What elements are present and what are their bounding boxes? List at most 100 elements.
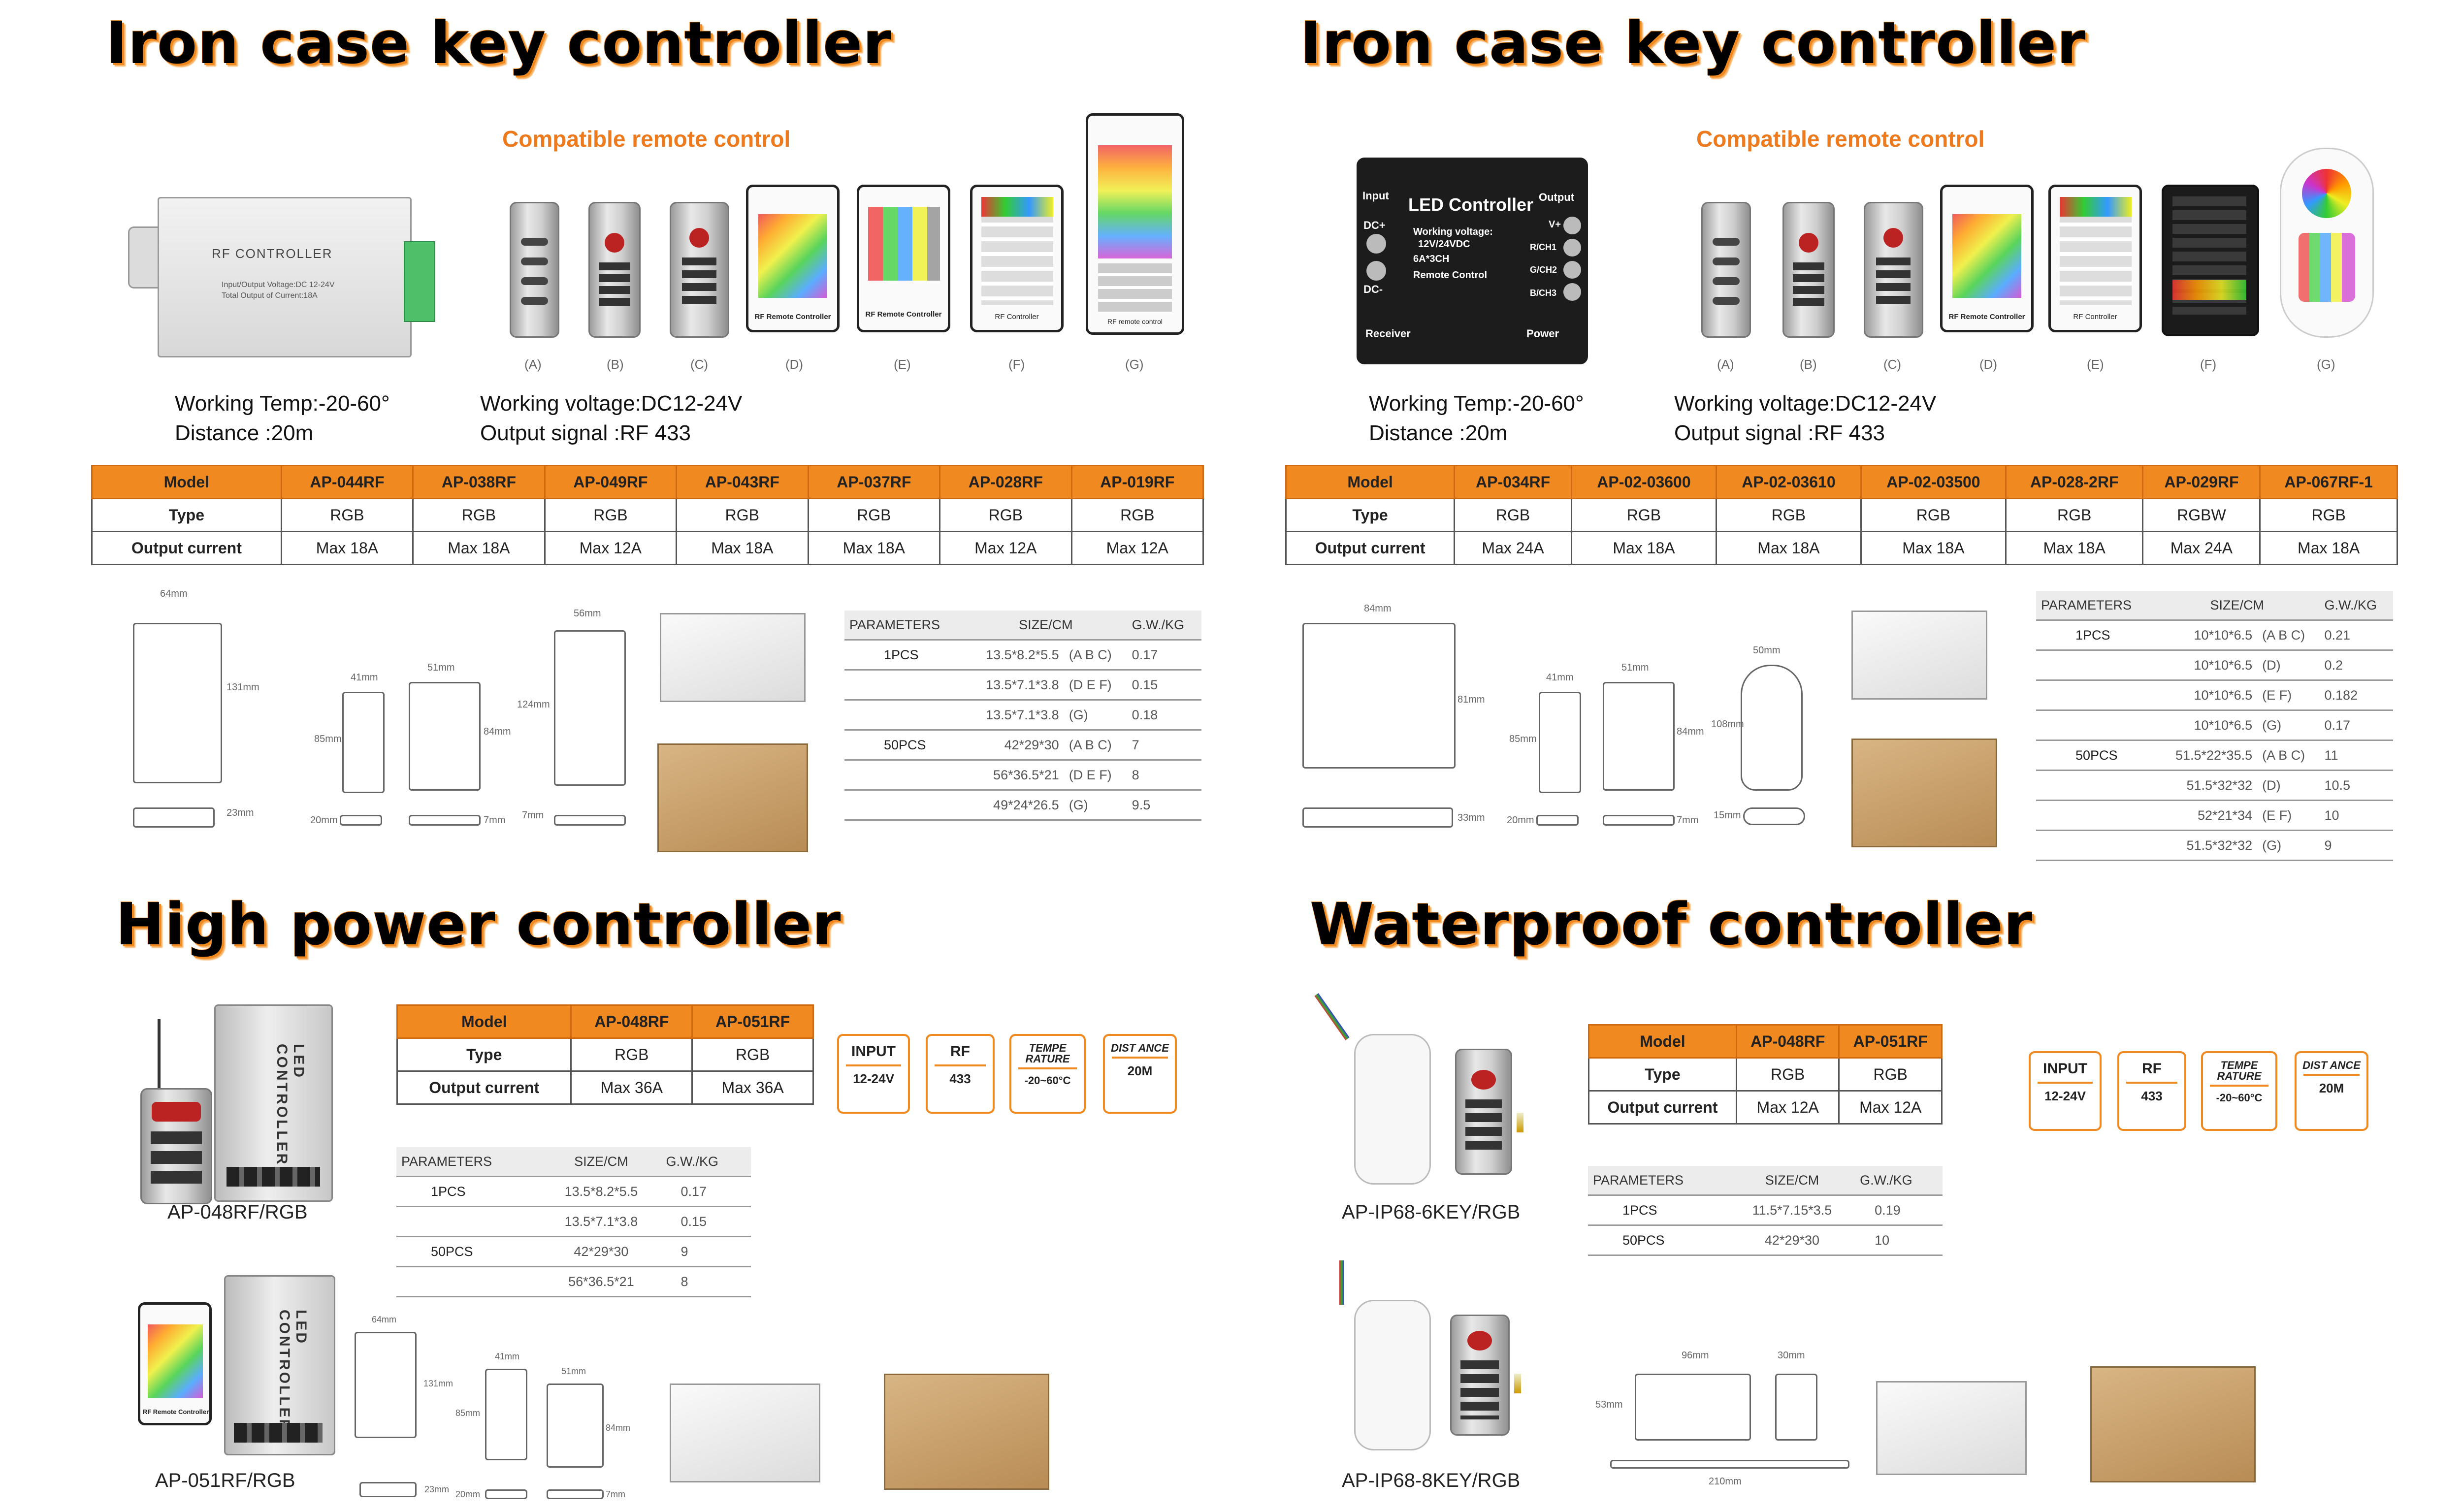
remote-letter: (G)	[2317, 357, 2335, 372]
table-cell: 0.17	[2319, 710, 2393, 741]
table-cell: PARAMETERS	[844, 611, 965, 641]
spec-icon-value: 433	[949, 1071, 971, 1086]
table-cell: Max 12A	[1070, 531, 1204, 565]
dimension-drawing	[1603, 682, 1675, 791]
dimension-drawing	[485, 1369, 527, 1460]
device-text: Power	[1526, 327, 1559, 340]
waterproof-controller-image	[1320, 1260, 1536, 1467]
table-cell: 8	[1127, 760, 1201, 791]
table-cell: 49*24*26.5	[965, 790, 1064, 821]
table-cell	[844, 700, 965, 731]
dimension-label: 108mm	[1711, 719, 1744, 730]
table-cell: (E F)	[2257, 680, 2320, 711]
table-cell: 50PCS	[2036, 740, 2155, 771]
table-cell: 10.5	[2319, 770, 2393, 801]
table-cell: 51.5*32*32	[2155, 770, 2258, 801]
table-cell: RGB	[544, 498, 678, 532]
spec-icon-input: INPUT 12-24V	[2029, 1051, 2102, 1131]
remote-g-text: RF remote control	[1107, 318, 1163, 325]
table-cell: (A B C)	[1064, 640, 1127, 671]
spec-icon-input: INPUT 12-24V	[837, 1034, 910, 1114]
table-cell: 10*10*6.5	[2155, 620, 2258, 651]
table-cell: Max 18A	[1715, 531, 1862, 565]
table-cell: (D)	[2257, 770, 2320, 801]
packaging-white-box	[670, 1383, 820, 1482]
spec-icon-value: 20M	[2319, 1081, 2344, 1095]
remote-b	[1782, 202, 1835, 338]
table-cell: (D E F)	[1064, 760, 1127, 791]
dimension-label: 51mm	[561, 1366, 586, 1376]
iron-left-title: Iron case key controller	[106, 9, 892, 77]
dimension-drawing	[547, 1383, 604, 1468]
table-cell: 13.5*7.1*3.8	[965, 700, 1064, 731]
spec-icon-title: RF	[2142, 1061, 2162, 1077]
remote-g: RF remote control	[1086, 113, 1184, 335]
spec-icon-value: 433	[2141, 1089, 2163, 1103]
table-cell: Model	[1285, 465, 1456, 499]
remote-letter: (A)	[524, 357, 542, 372]
dimension-drawing	[1302, 623, 1456, 769]
table-cell: Max 12A	[544, 531, 678, 565]
table-cell: Max 18A	[412, 531, 546, 565]
remote-d-text: RF Remote Controller	[754, 313, 831, 321]
high-power-controller-image: LED CONTROLLER	[140, 1004, 337, 1204]
table-cell: AP-051RF	[691, 1004, 814, 1039]
spec-icon-title: TEMPE RATURE	[2217, 1059, 2262, 1082]
waterproof-controller-image	[1314, 990, 1536, 1196]
dimension-drawing	[1539, 692, 1581, 793]
dimension-label: 41mm	[495, 1351, 520, 1361]
spec-icon-distance: DIST ANCE 20M	[2295, 1051, 2368, 1131]
remote-letter: (F)	[2200, 357, 2217, 372]
table-cell: RGB	[1860, 498, 2007, 532]
dimension-label: 85mm	[314, 734, 342, 744]
table-cell: 51.5*22*35.5	[2155, 740, 2258, 771]
table-cell: 10	[2319, 800, 2393, 831]
table-cell: 13.5*8.2*5.5	[541, 1176, 661, 1207]
device-spec-line: Total Output of Current:18A	[222, 291, 318, 300]
table-cell: 7	[1127, 730, 1201, 761]
remote-e-text: RF Controller	[2073, 313, 2117, 321]
device-text: Input	[1362, 190, 1389, 202]
remote-letter: (E)	[2087, 357, 2104, 372]
table-cell: Model	[91, 465, 282, 499]
remote-letter: (C)	[690, 357, 709, 372]
dimension-drawing	[1743, 807, 1805, 825]
table-cell: Max 18A	[2259, 531, 2398, 565]
spec-icon-rf: RF 433	[926, 1034, 995, 1114]
dimension-label: 20mm	[310, 815, 338, 826]
spec-output-signal: Output signal :RF 433	[1674, 421, 1885, 445]
device-text: Output	[1539, 191, 1575, 203]
spec-icon-title: DIST ANCE	[1111, 1042, 1169, 1054]
table-cell: AP-028RF	[939, 465, 1072, 499]
waterproof-title: Waterproof controller	[1310, 890, 2033, 958]
dimension-label: 51mm	[1621, 662, 1649, 673]
dimension-label: 33mm	[1458, 812, 1485, 823]
spec-icon-title: RF	[950, 1043, 970, 1060]
spec-icon-value: 20M	[1127, 1063, 1153, 1078]
spec-icon-title: INPUT	[2043, 1061, 2087, 1077]
table-cell	[2036, 800, 2155, 831]
dimension-label: 96mm	[1682, 1350, 1709, 1361]
table-cell: 0.18	[1127, 700, 1201, 731]
table-cell: (G)	[1064, 790, 1127, 821]
remote-c	[1864, 202, 1923, 338]
table-cell: G.W./KG	[2319, 591, 2393, 621]
dimension-drawing	[1536, 815, 1579, 826]
table-cell: 9	[2319, 830, 2393, 861]
remote-text: RF Remote Controller	[142, 1408, 209, 1415]
table-cell: 42*29*30	[541, 1236, 661, 1267]
table-cell: Max 18A	[807, 531, 941, 565]
table-cell: AP-02-03600	[1570, 465, 1717, 499]
device-text: Receiver	[1365, 327, 1411, 340]
remote-e: RF Controller	[2048, 185, 2142, 332]
table-cell: Max 18A	[676, 531, 809, 565]
remote-d-text: RF Remote Controller	[1948, 313, 2025, 321]
table-cell	[2036, 830, 2155, 861]
rf-controller-device: RF CONTROLLER Input/Output Voltage:DC 12…	[128, 197, 443, 359]
table-cell: 52*21*34	[2155, 800, 2258, 831]
table-cell: (G)	[1064, 700, 1127, 731]
table-cell: Max 12A	[1838, 1090, 1943, 1125]
